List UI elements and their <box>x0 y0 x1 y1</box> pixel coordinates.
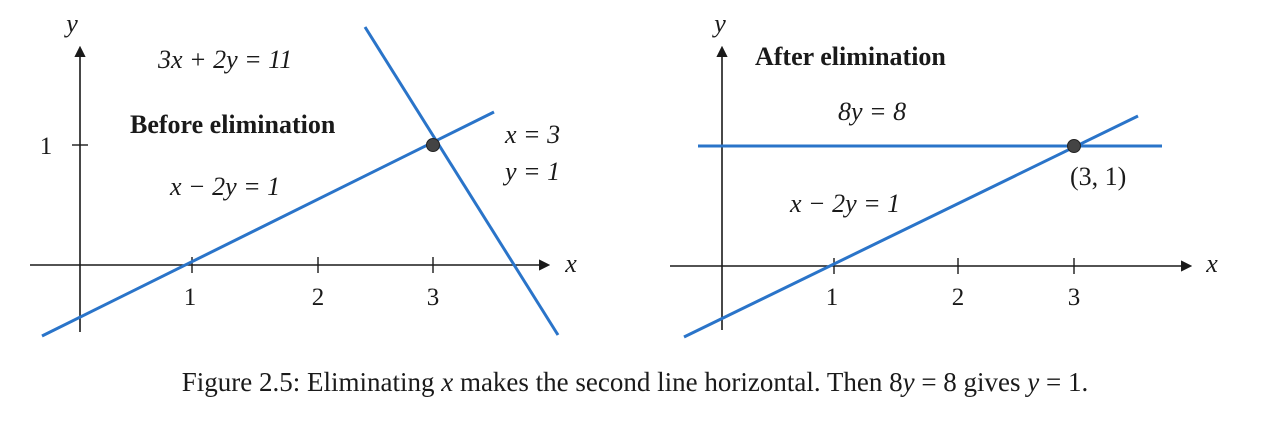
figure-caption: Figure 2.5: Eliminating x makes the seco… <box>0 362 1270 402</box>
right-x-tick-label-3: 3 <box>1068 284 1081 311</box>
left-x-axis-label: x <box>564 249 577 278</box>
left-line-3x-plus-2y-eq-11 <box>363 26 560 336</box>
right-x-tick-label-2: 2 <box>952 284 965 311</box>
left-line-x-minus-2y-eq-1 <box>41 110 495 338</box>
left-intersection-point <box>426 138 440 152</box>
caption-var-x: x <box>441 367 454 397</box>
left-label-x-minus-2y-eq-1: x − 2y = 1 <box>169 172 280 201</box>
left-x-tick-label-2: 2 <box>312 284 325 311</box>
caption-var-y-2: y <box>1027 367 1040 397</box>
elimination-figure: y x 1 2 3 1 3x + 2y = 11 Before eliminat… <box>30 9 1218 339</box>
right-intersection-point <box>1067 139 1081 153</box>
left-label-3x-plus-2y-eq-11: 3x + 2y = 11 <box>157 45 292 74</box>
caption-end: = 1. <box>1046 367 1089 397</box>
right-label-point-3-1: (3, 1) <box>1070 162 1126 191</box>
right-panel-title: After elimination <box>755 42 946 71</box>
caption-var-y-1: y <box>902 367 915 397</box>
left-label-y-eq-1: y = 1 <box>502 157 560 186</box>
right-x-tick-label-1: 1 <box>826 284 839 311</box>
left-y-tick-label-1: 1 <box>40 133 53 160</box>
caption-eq: = 8 gives <box>921 367 1021 397</box>
right-label-x-minus-2y-eq-1: x − 2y = 1 <box>789 189 900 218</box>
left-label-x-eq-3: x = 3 <box>504 120 560 149</box>
left-y-axis-label: y <box>63 9 78 38</box>
right-x-axis-label: x <box>1205 249 1218 278</box>
right-panel: y x 1 2 3 After elimination 8y = 8 x − 2… <box>670 9 1218 339</box>
right-label-8y-eq-8: 8y = 8 <box>838 97 906 126</box>
left-panel: y x 1 2 3 1 3x + 2y = 11 Before eliminat… <box>30 9 577 338</box>
left-x-tick-label-1: 1 <box>184 284 197 311</box>
caption-prefix: Figure 2.5: Eliminating <box>181 367 435 397</box>
left-x-tick-label-3: 3 <box>427 284 440 311</box>
right-line-x-minus-2y-eq-1 <box>683 114 1139 339</box>
left-panel-title: Before elimination <box>130 110 336 139</box>
right-y-axis-label: y <box>711 9 726 38</box>
caption-mid: makes the second line horizontal. Then 8 <box>459 367 903 397</box>
